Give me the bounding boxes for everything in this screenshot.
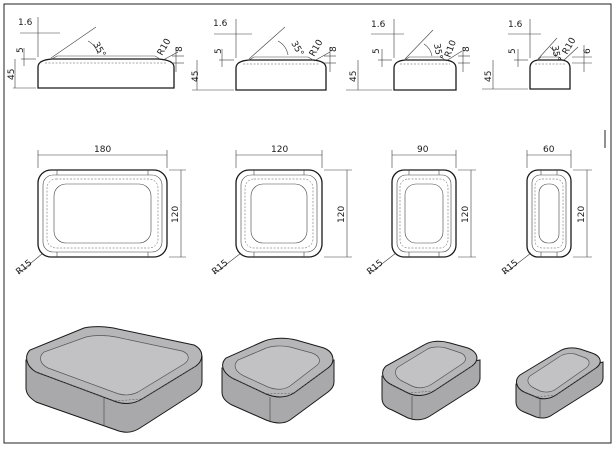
isometric-view-1 (25, 326, 203, 433)
radius-label: R10 (308, 38, 326, 59)
section-profile-1: 1.6 5 45 35° R10 8 (7, 17, 185, 89)
height-label: 45 (349, 71, 359, 82)
lip-height-label: 5 (214, 48, 224, 54)
thickness-label: 1.6 (213, 19, 228, 29)
height-label: 45 (7, 69, 17, 80)
corner-radius-label: R15 (366, 258, 386, 277)
depth-label: 120 (461, 206, 471, 223)
isometric-view-4 (515, 347, 604, 419)
width-label: 180 (94, 145, 111, 155)
edge-height-label: 8 (329, 46, 339, 52)
radius-label: R10 (156, 37, 174, 58)
plan-view-1: 180 120 R15 (15, 145, 186, 277)
lip-height-label: 5 (508, 48, 518, 54)
radius-label: R10 (443, 39, 459, 59)
width-label: 60 (543, 145, 555, 155)
radius-label: R10 (561, 36, 579, 57)
angle-label: 35° (90, 41, 107, 60)
plan-view-3: 90 120 R15 (366, 145, 476, 277)
width-label: 120 (271, 145, 288, 155)
thickness-label: 1.6 (508, 20, 523, 30)
width-label: 90 (417, 145, 429, 155)
edge-height-label: 8 (462, 46, 472, 52)
corner-radius-label: R15 (15, 258, 35, 277)
height-label: 45 (191, 71, 201, 82)
depth-label: 120 (577, 206, 587, 223)
depth-label: 120 (171, 206, 181, 223)
angle-label: 35° (288, 40, 305, 59)
edge-height-label: 6 (583, 48, 593, 54)
edge-height-label: 8 (175, 46, 185, 52)
section-profile-4: 1.6 5 45 35° R10 6 (482, 19, 593, 90)
depth-label: 120 (337, 206, 347, 223)
angle-leader (537, 37, 558, 60)
angle-leader (248, 26, 286, 60)
corner-radius-label: R15 (501, 258, 521, 277)
lip-height-label: 5 (372, 48, 382, 54)
corner-radius-label: R15 (211, 258, 231, 277)
angle-leader (404, 29, 434, 60)
section-profile-2: 1.6 5 45 35° R10 8 (191, 19, 339, 91)
sheet-border (3, 3, 612, 444)
isometric-view-2 (221, 337, 335, 424)
angle-label: 35° (549, 45, 562, 62)
angle-label: 35° (431, 43, 444, 60)
angle-leader (50, 26, 97, 59)
thickness-label: 1.6 (18, 18, 33, 28)
section-profile-3: 1.6 5 45 35° R10 8 (346, 19, 472, 91)
plan-view-2: 120 120 R15 (211, 145, 352, 277)
isometric-view-3 (381, 340, 481, 421)
lip-height-label: 5 (16, 47, 26, 53)
plan-view-4: 60 120 R15 (501, 145, 592, 277)
thickness-label: 1.6 (371, 20, 386, 30)
height-label: 45 (484, 71, 494, 82)
